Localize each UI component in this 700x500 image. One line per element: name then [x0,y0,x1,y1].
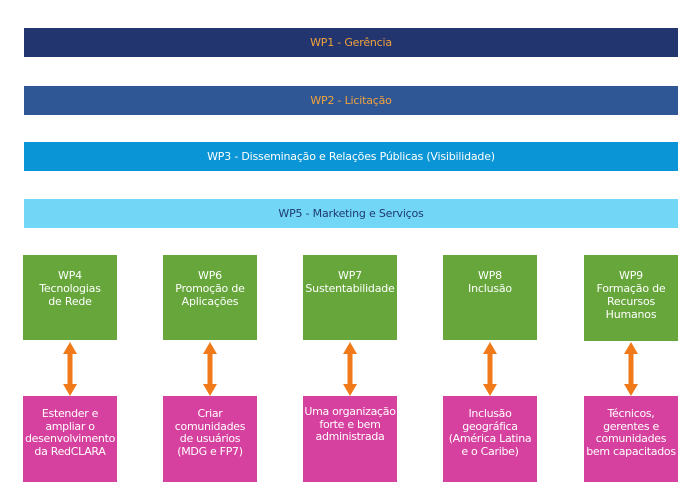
wp1-label: WP1 - Gerência [310,36,392,49]
wp9-goal-line-2: gerentes e [603,419,659,433]
wp7-double-arrow-icon [343,342,357,396]
wp4-goal-line-4: da RedCLARA [34,444,106,458]
wp9-double-arrow-icon [624,342,638,396]
wp7-goal-box: Uma organização forte e bem administrada [303,396,397,482]
wp9-line-2: Formação de [596,282,666,295]
wp3-label: WP3 - Disseminação e Relações Públicas (… [207,150,495,163]
wp9-box: WP9 Formação de Recursos Humanos [584,255,678,341]
wp5-bar: WP5 - Marketing e Serviços [24,199,678,228]
wp8-goal-box: Inclusão geográfica (América Latina e o … [443,396,537,482]
wp6-line-1: WP6 [198,269,222,282]
wp4-goal-line-2: ampliar o [45,419,95,433]
wp9-goal-box: Técnicos, gerentes e comunidades bem cap… [584,396,678,482]
wp6-goal-line-3: de usuários [179,432,241,445]
wp7-line-2: Sustentabilidade [305,282,395,295]
wp6-goal-box: Criar comunidades de usuários (MDG e FP7… [163,396,257,482]
wp8-double-arrow-icon [483,342,497,396]
wp5-label: WP5 - Marketing e Serviços [278,207,424,220]
wp8-goal-line-3: (América Latina [448,432,532,445]
wp6-box: WP6 Promoção de Aplicações [163,255,257,340]
wp9-line-1: WP9 [619,269,643,282]
wp6-goal-line-4: (MDG e FP7) [177,444,243,458]
wp7-goal-line-1: Uma organização [304,405,396,418]
wp6-double-arrow-icon [203,342,217,396]
wp4-line-1: WP4 [58,269,82,282]
wp2-label: WP2 - Licitação [310,94,392,107]
wp4-line-3: de Rede [48,295,92,308]
wp4-goal-line-3: desenvolvimento [24,432,116,445]
wp8-line-2: Inclusão [468,282,512,295]
wp2-bar: WP2 - Licitação [24,86,678,115]
wp4-goal-line-1: Estender e [41,407,99,420]
wp6-goal-line-2: comunidades [174,419,246,433]
wp8-line-1: WP8 [478,269,502,282]
wp4-double-arrow-icon [63,342,77,396]
wp1-bar: WP1 - Gerência [24,28,678,57]
wp4-goal-box: Estender e ampliar o desenvolvimento da … [23,396,117,482]
wp9-line-3: Recursos [606,295,656,308]
wp7-box: WP7 Sustentabilidade [303,255,397,340]
wp8-goal-line-1: Inclusão [468,407,512,420]
wp7-line-1: WP7 [338,269,362,282]
wp7-goal-line-3: administrada [315,430,385,443]
wp3-bar: WP3 - Disseminação e Relações Públicas (… [24,142,678,171]
wp9-goal-line-3: comunidades [595,432,667,445]
wp9-line-4: Humanos [605,308,657,321]
wp8-box: WP8 Inclusão [443,255,537,340]
wp8-goal-line-2: geográfica [462,419,518,433]
wp4-box: WP4 Tecnologias de Rede [23,255,117,340]
wp4-line-2: Tecnologias [39,282,101,295]
wp7-goal-line-2: forte e bem [319,417,381,431]
wp6-line-2: Promoção de [175,282,245,295]
wp6-line-3: Aplicações [181,295,239,308]
wp8-goal-line-4: e o Caribe) [461,444,519,458]
wp6-goal-line-1: Criar [197,407,223,420]
wp9-goal-line-4: bem capacitados [586,444,676,458]
wp9-goal-line-1: Técnicos, [607,407,655,420]
